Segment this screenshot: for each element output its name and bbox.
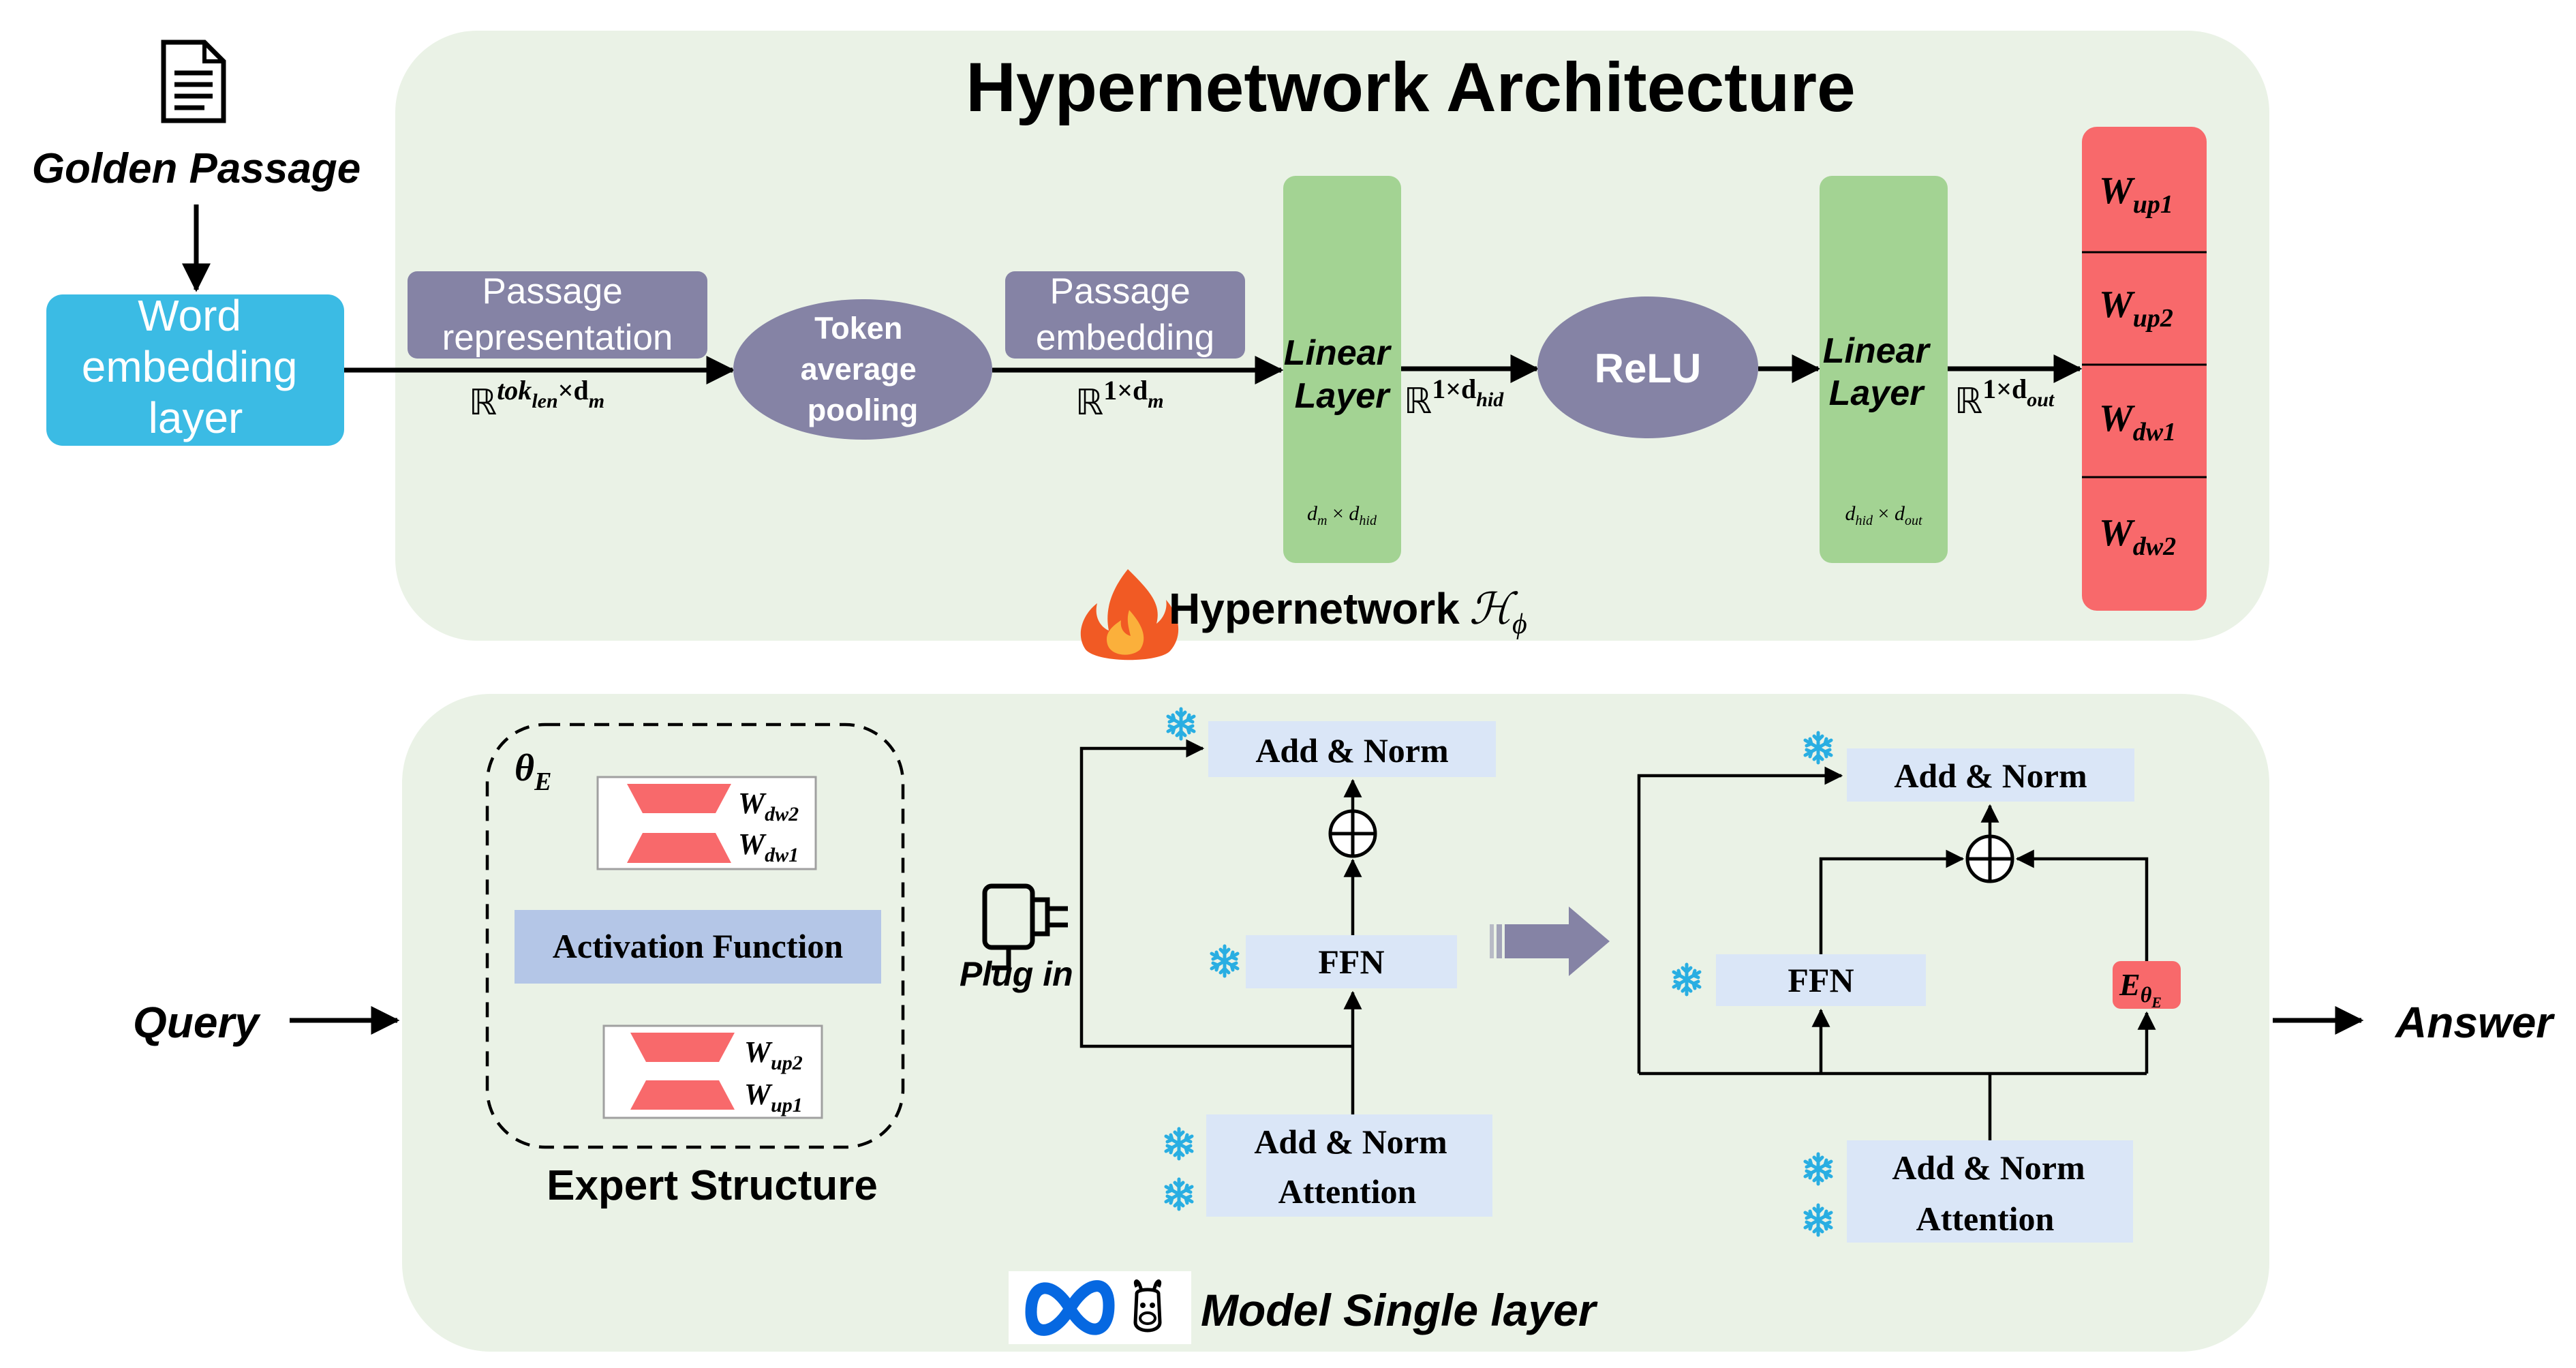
token-average-pooling <box>733 299 992 440</box>
passage-representation-line-2: representation <box>442 318 673 358</box>
left-add-norm-attention-box <box>1206 1114 1492 1217</box>
linear-layer-1 <box>1283 176 1401 563</box>
w-dw2-trapezoid <box>627 784 731 813</box>
svg-text:Passage representation: Passage representation <box>442 271 673 358</box>
linear-layer-2-line-1: Linear <box>1823 331 1931 371</box>
w-dw1-label: Wdw1 <box>738 827 799 866</box>
word-embedding-layer <box>46 294 344 446</box>
linear-layer-1-dims: dm × dhid <box>1307 502 1377 528</box>
right-add-norm-top-label: Add & Norm <box>1894 757 2087 795</box>
left-attention-label: Attention <box>1278 1172 1417 1211</box>
output-w-dw1: Wdw1 <box>2099 397 2176 446</box>
shape-hid-label: ℝ1×dhid <box>1404 374 1504 421</box>
passage-representation-line-1: Passage <box>482 271 623 311</box>
plug-icon <box>982 883 1068 971</box>
right-expert-label: EθE <box>2119 967 2162 1011</box>
model-layer-panel <box>402 694 2269 1352</box>
w-dw1-trapezoid <box>627 833 731 863</box>
linear-layer-1-line-2: Layer <box>1295 376 1392 416</box>
left-add-norm-bottom-label: Add & Norm <box>1254 1123 1447 1161</box>
right-attention-label: Attention <box>1916 1200 2055 1238</box>
token-pooling-line-1: Token <box>814 311 902 346</box>
document-icon <box>161 40 226 123</box>
right-expert-box <box>2113 961 2181 1009</box>
right-add-norm-bottom-label: Add & Norm <box>1892 1149 2085 1187</box>
w-up2-trapezoid <box>630 1033 735 1062</box>
left-ffn-label: FFN <box>1318 943 1384 981</box>
left-ffn-box <box>1246 935 1457 988</box>
right-ffn-label: FFN <box>1788 961 1854 999</box>
svg-text:Linear Layer: Linear Layer <box>1823 331 1939 413</box>
token-pooling-line-2: average <box>801 352 917 386</box>
passage-embedding-line-1: Passage <box>1050 271 1191 311</box>
shape-out-label: ℝ1×dout <box>1954 374 2055 421</box>
linear-layer-2 <box>1820 176 1948 563</box>
plug-in-label: Plug in <box>960 955 1073 993</box>
fire-icon <box>1080 569 1179 660</box>
llama-icon <box>1133 1279 1162 1333</box>
svg-text:Linear Layer: Linear Layer <box>1284 333 1400 416</box>
passage-embedding-box <box>1005 271 1245 359</box>
activation-function-box <box>515 910 881 984</box>
right-add-norm-top <box>1847 748 2134 802</box>
golden-passage-label: Golden Passage <box>32 145 361 192</box>
relu-label: ReLU <box>1595 346 1702 391</box>
shape-tok-label: ℝtoklen×dm <box>469 375 604 423</box>
w-dw2-label: Wdw2 <box>738 787 799 825</box>
linear-layer-2-line-2: Layer <box>1829 374 1926 413</box>
shape-m-label: ℝ1×dm <box>1075 375 1164 423</box>
expert-structure-box <box>485 723 905 1149</box>
passage-representation-box <box>408 271 707 359</box>
w-up2-label: Wup2 <box>744 1035 803 1074</box>
right-add-norm-attention-box <box>1847 1140 2133 1243</box>
activation-function-label: Activation Function <box>553 927 844 965</box>
meta-logo-icon <box>1025 1280 1115 1336</box>
output-w-up1: Wup1 <box>2099 170 2173 219</box>
panel-title: Hypernetwork Architecture <box>966 48 1856 126</box>
right-ffn-box <box>1716 954 1926 1006</box>
output-w-dw2: Wdw2 <box>2099 512 2176 561</box>
expert-structure-caption: Expert Structure <box>547 1162 878 1209</box>
passage-embedding-line-2: embedding <box>1036 318 1214 358</box>
svg-text:Passage embedding: Passage embedding <box>1036 271 1214 358</box>
left-add-norm-top-label: Add & Norm <box>1255 731 1448 770</box>
svg-text:Word embedding layer: Word embedding layer <box>82 291 309 442</box>
word-embedding-line-3: layer <box>149 393 243 442</box>
left-add-norm-top <box>1208 721 1496 777</box>
word-embedding-line-2: embedding <box>82 342 298 391</box>
query-label: Query <box>133 998 261 1047</box>
w-up1-label: Wup1 <box>744 1078 803 1116</box>
output-weights-column <box>2082 127 2207 611</box>
w-up1-trapezoid <box>630 1080 735 1110</box>
transform-arrow-icon <box>1490 907 1610 976</box>
relu-node <box>1537 297 1758 438</box>
model-single-layer-label: Model Single layer <box>1201 1285 1598 1335</box>
word-embedding-line-1: Word <box>138 291 241 340</box>
answer-label: Answer <box>2394 998 2555 1047</box>
linear-layer-2-dims: dhid × dout <box>1845 502 1922 528</box>
theta-e-label: θE <box>515 747 551 796</box>
output-w-up2: Wup2 <box>2099 284 2173 333</box>
token-pooling-line-3: pooling <box>808 393 918 427</box>
svg-text:Token average pooling: Token average pooling <box>801 311 925 427</box>
linear-layer-1-line-1: Linear <box>1284 333 1392 373</box>
